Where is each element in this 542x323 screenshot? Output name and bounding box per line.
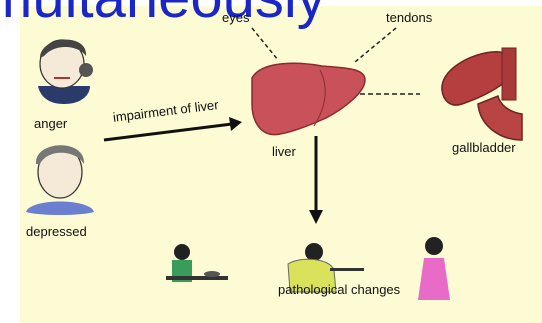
standing-woman xyxy=(418,237,450,300)
impairment-arrowhead xyxy=(229,117,242,131)
anger-label: anger xyxy=(34,116,67,131)
liver-label: liver xyxy=(272,144,296,159)
depressed-face xyxy=(26,145,94,215)
tendons-connector xyxy=(355,28,396,62)
impairment-arrow xyxy=(104,124,232,140)
gallbladder-illustration xyxy=(442,48,522,140)
gallbladder-label: gallbladder xyxy=(452,140,516,155)
overlay-title: multaneously xyxy=(0,0,326,31)
pathological-label: pathological changes xyxy=(278,282,400,297)
person-at-desk xyxy=(166,244,228,282)
pathology-arrowhead xyxy=(309,210,323,224)
anger-face xyxy=(38,40,93,104)
eyes-connector xyxy=(252,28,278,60)
tendons-label: tendons xyxy=(386,10,432,25)
eyes-label: eyes xyxy=(222,10,249,25)
depressed-label: depressed xyxy=(26,224,87,239)
liver-illustration xyxy=(252,63,365,134)
